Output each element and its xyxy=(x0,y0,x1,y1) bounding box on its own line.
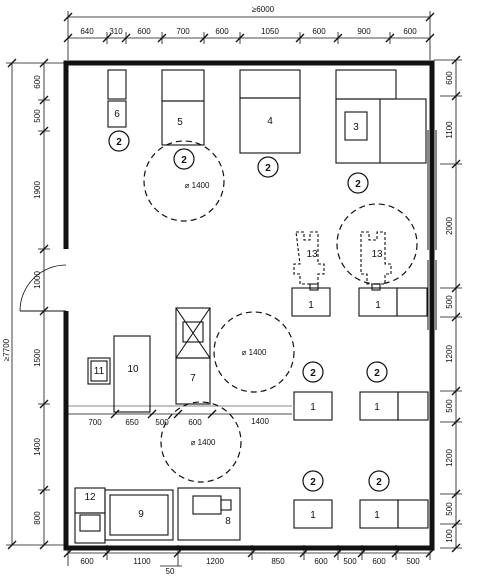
station-label-5: 2 xyxy=(374,368,380,379)
station-label-4: 2 xyxy=(310,368,316,379)
left-dim-5: 1400 xyxy=(33,438,42,456)
equipment-label-2: 1 xyxy=(310,402,316,413)
station-label-7: 2 xyxy=(376,477,382,488)
right-dim-2: 2000 xyxy=(445,217,454,235)
top-dim-3: 700 xyxy=(176,27,190,36)
left-dim-2: 1900 xyxy=(33,181,42,199)
bottom-dim-5: 500 xyxy=(343,557,357,566)
top-dim-6: 600 xyxy=(312,27,326,36)
equipment-label-16: 13 xyxy=(306,249,318,260)
inner-dim-2: 500 xyxy=(155,418,169,427)
left-dim-6: 800 xyxy=(33,511,42,525)
top-dim-2: 600 xyxy=(137,27,151,36)
station-label-3: 2 xyxy=(355,179,361,190)
equipment-label-9: 6 xyxy=(114,109,120,120)
clearance-circles xyxy=(143,140,418,483)
equipment-label-3: 1 xyxy=(374,402,380,413)
equipment-label-13: 10 xyxy=(127,364,139,375)
bottom-dim-3: 850 xyxy=(271,557,285,566)
equipment-label-6: 3 xyxy=(353,122,359,133)
equipment-label-11: 8 xyxy=(225,516,231,527)
top-dim-5: 1050 xyxy=(261,27,279,36)
station-label-6: 2 xyxy=(310,477,316,488)
inner-dim-4: 1400 xyxy=(251,417,269,426)
equipment-label-14: 11 xyxy=(94,366,105,377)
equipment-label-7: 4 xyxy=(267,116,273,127)
top-dim-1: 310 xyxy=(109,27,123,36)
left-dim-0: 600 xyxy=(33,75,42,89)
left-overall-dim: ≥7700 xyxy=(2,338,11,361)
equipment-label-10: 7 xyxy=(190,373,196,384)
bottom-dim-6: 600 xyxy=(372,557,386,566)
bottom-dim-7: 500 xyxy=(406,557,420,566)
top-dim-7: 900 xyxy=(357,27,371,36)
equipment-label-5: 1 xyxy=(374,510,380,521)
inner-dim-0: 700 xyxy=(88,418,102,427)
equipment xyxy=(68,69,429,544)
inner-dim-1: 650 xyxy=(125,418,139,427)
right-dim-3: 500 xyxy=(445,295,454,309)
station-circles xyxy=(108,130,390,492)
top-dim-8: 600 xyxy=(403,27,417,36)
right-dim-6: 1200 xyxy=(445,449,454,467)
station-label-2: 2 xyxy=(265,163,271,174)
right-dim-7: 500 xyxy=(445,502,454,516)
bottom-dim-2: 1200 xyxy=(206,557,224,566)
bottom-dim-1: 1100 xyxy=(133,557,151,566)
diameter-label-2: ⌀ 1400 xyxy=(191,438,216,447)
equipment-label-0: 1 xyxy=(308,300,314,311)
right-dim-0: 600 xyxy=(445,71,454,85)
top-overall-dim: ≥6000 xyxy=(252,5,275,14)
equipment-label-12: 9 xyxy=(138,509,144,520)
bottom-dim-0: 600 xyxy=(80,557,94,566)
right-dim-1: 1100 xyxy=(445,121,454,139)
right-dim-4: 1200 xyxy=(445,345,454,363)
inner-dim-3: 600 xyxy=(188,418,202,427)
left-dim-4: 1500 xyxy=(33,349,42,367)
left-dim-3: 1000 xyxy=(33,271,42,289)
equipment-label-4: 1 xyxy=(310,510,316,521)
station-label-0: 2 xyxy=(116,137,122,148)
top-dim-4: 600 xyxy=(215,27,229,36)
right-dim-5: 500 xyxy=(445,399,454,413)
equipment-label-17: 13 xyxy=(371,249,383,260)
right-dim-8: 100 xyxy=(445,529,454,543)
diameter-label-1: ⌀ 1400 xyxy=(242,348,267,357)
top-dim-0: 640 xyxy=(80,27,94,36)
diameter-label-0: ⌀ 1400 xyxy=(185,181,210,190)
equipment-label-1: 1 xyxy=(375,300,381,311)
bottom-dim-4: 600 xyxy=(314,557,328,566)
left-dim-1: 500 xyxy=(33,109,42,123)
bottom-below-dim: 50 xyxy=(166,567,175,576)
equipment-label-8: 5 xyxy=(177,117,183,128)
station-label-1: 2 xyxy=(181,155,187,166)
equipment-label-15: 12 xyxy=(84,492,96,503)
walls xyxy=(19,60,437,551)
